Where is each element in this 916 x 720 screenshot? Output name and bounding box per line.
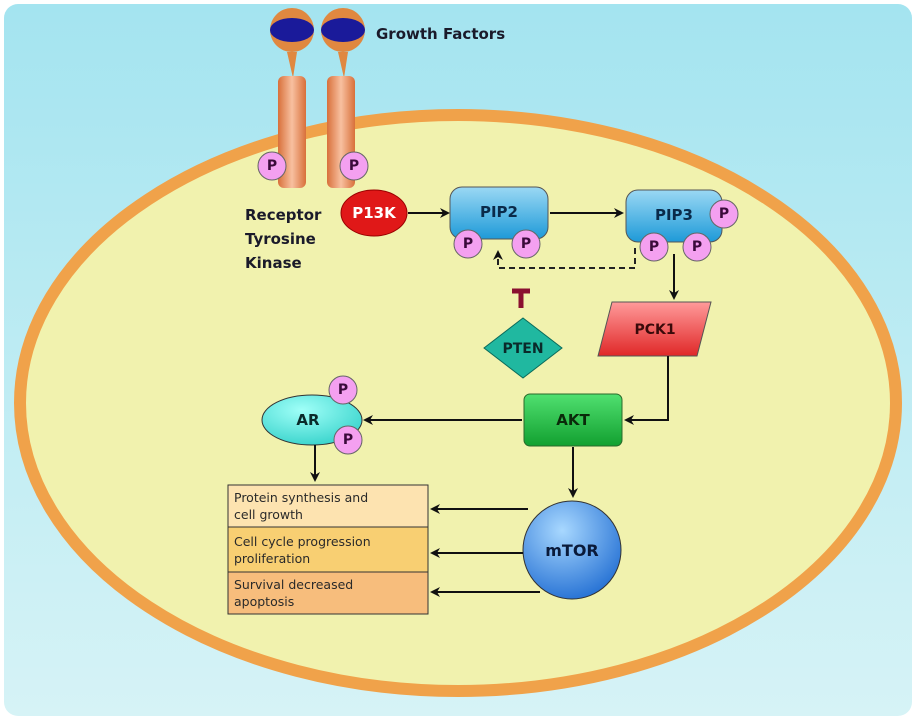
- dashed-arrow-pip3-to-pip2: [493, 248, 636, 269]
- mtor-node: mTOR: [522, 500, 622, 600]
- pip3-node: PIP3: [625, 189, 723, 243]
- receptor-label-line1: Receptor: [245, 206, 322, 224]
- akt-node: AKT: [523, 393, 623, 447]
- growth-factor-ligand: [270, 8, 314, 78]
- phospho-group: P: [453, 229, 483, 259]
- pck1-node: PCK1: [597, 301, 712, 357]
- pip2-node: PIP2: [449, 186, 549, 240]
- svg-text:P: P: [349, 158, 359, 174]
- pten-node: PTEN: [483, 317, 563, 379]
- svg-text:Survival decreased: Survival decreased: [234, 577, 353, 592]
- phospho-group: P: [333, 425, 363, 455]
- phospho-group: P: [328, 375, 358, 405]
- svg-text:PIP3: PIP3: [655, 206, 693, 224]
- phospho-group: P: [639, 232, 669, 262]
- svg-text:P13K: P13K: [352, 204, 397, 222]
- svg-text:Cell cycle progression: Cell cycle progression: [234, 534, 371, 549]
- svg-text:P: P: [692, 239, 702, 255]
- svg-text:P: P: [649, 239, 659, 255]
- growth-factors-label: Growth Factors: [376, 25, 505, 43]
- outcome-row: [227, 571, 429, 615]
- svg-text:P: P: [338, 382, 348, 398]
- inhibition-t-bar: [512, 288, 530, 308]
- svg-text:P: P: [521, 236, 531, 252]
- svg-text:PIP2: PIP2: [480, 203, 518, 221]
- arrow-pck1-akt: [624, 356, 669, 425]
- phospho-group: P: [682, 232, 712, 262]
- phospho-group: P: [339, 151, 369, 181]
- svg-text:P: P: [343, 432, 353, 448]
- p13k-node: P13K: [340, 189, 408, 237]
- svg-text:P: P: [463, 236, 473, 252]
- phospho-group: P: [709, 199, 739, 229]
- svg-text:P: P: [719, 206, 729, 222]
- svg-text:AKT: AKT: [556, 411, 590, 429]
- outcomes-box: Protein synthesis and cell growth Cell c…: [227, 484, 429, 615]
- svg-text:mTOR: mTOR: [545, 541, 599, 560]
- phospho-group: P: [257, 151, 287, 181]
- svg-text:PCK1: PCK1: [634, 322, 675, 338]
- svg-text:PTEN: PTEN: [502, 341, 543, 357]
- outcome-row: [227, 484, 429, 528]
- svg-text:AR: AR: [296, 411, 320, 429]
- svg-text:cell growth: cell growth: [234, 507, 303, 522]
- svg-text:apoptosis: apoptosis: [234, 594, 294, 609]
- receptor-label-line2: Tyrosine: [245, 230, 316, 248]
- growth-factor-ligand: [321, 8, 365, 78]
- receptor-label-line3: Kinase: [245, 254, 302, 272]
- svg-text:P: P: [267, 158, 277, 174]
- svg-text:Protein synthesis and: Protein synthesis and: [234, 490, 368, 505]
- svg-text:proliferation: proliferation: [234, 551, 310, 566]
- phospho-group: P: [511, 229, 541, 259]
